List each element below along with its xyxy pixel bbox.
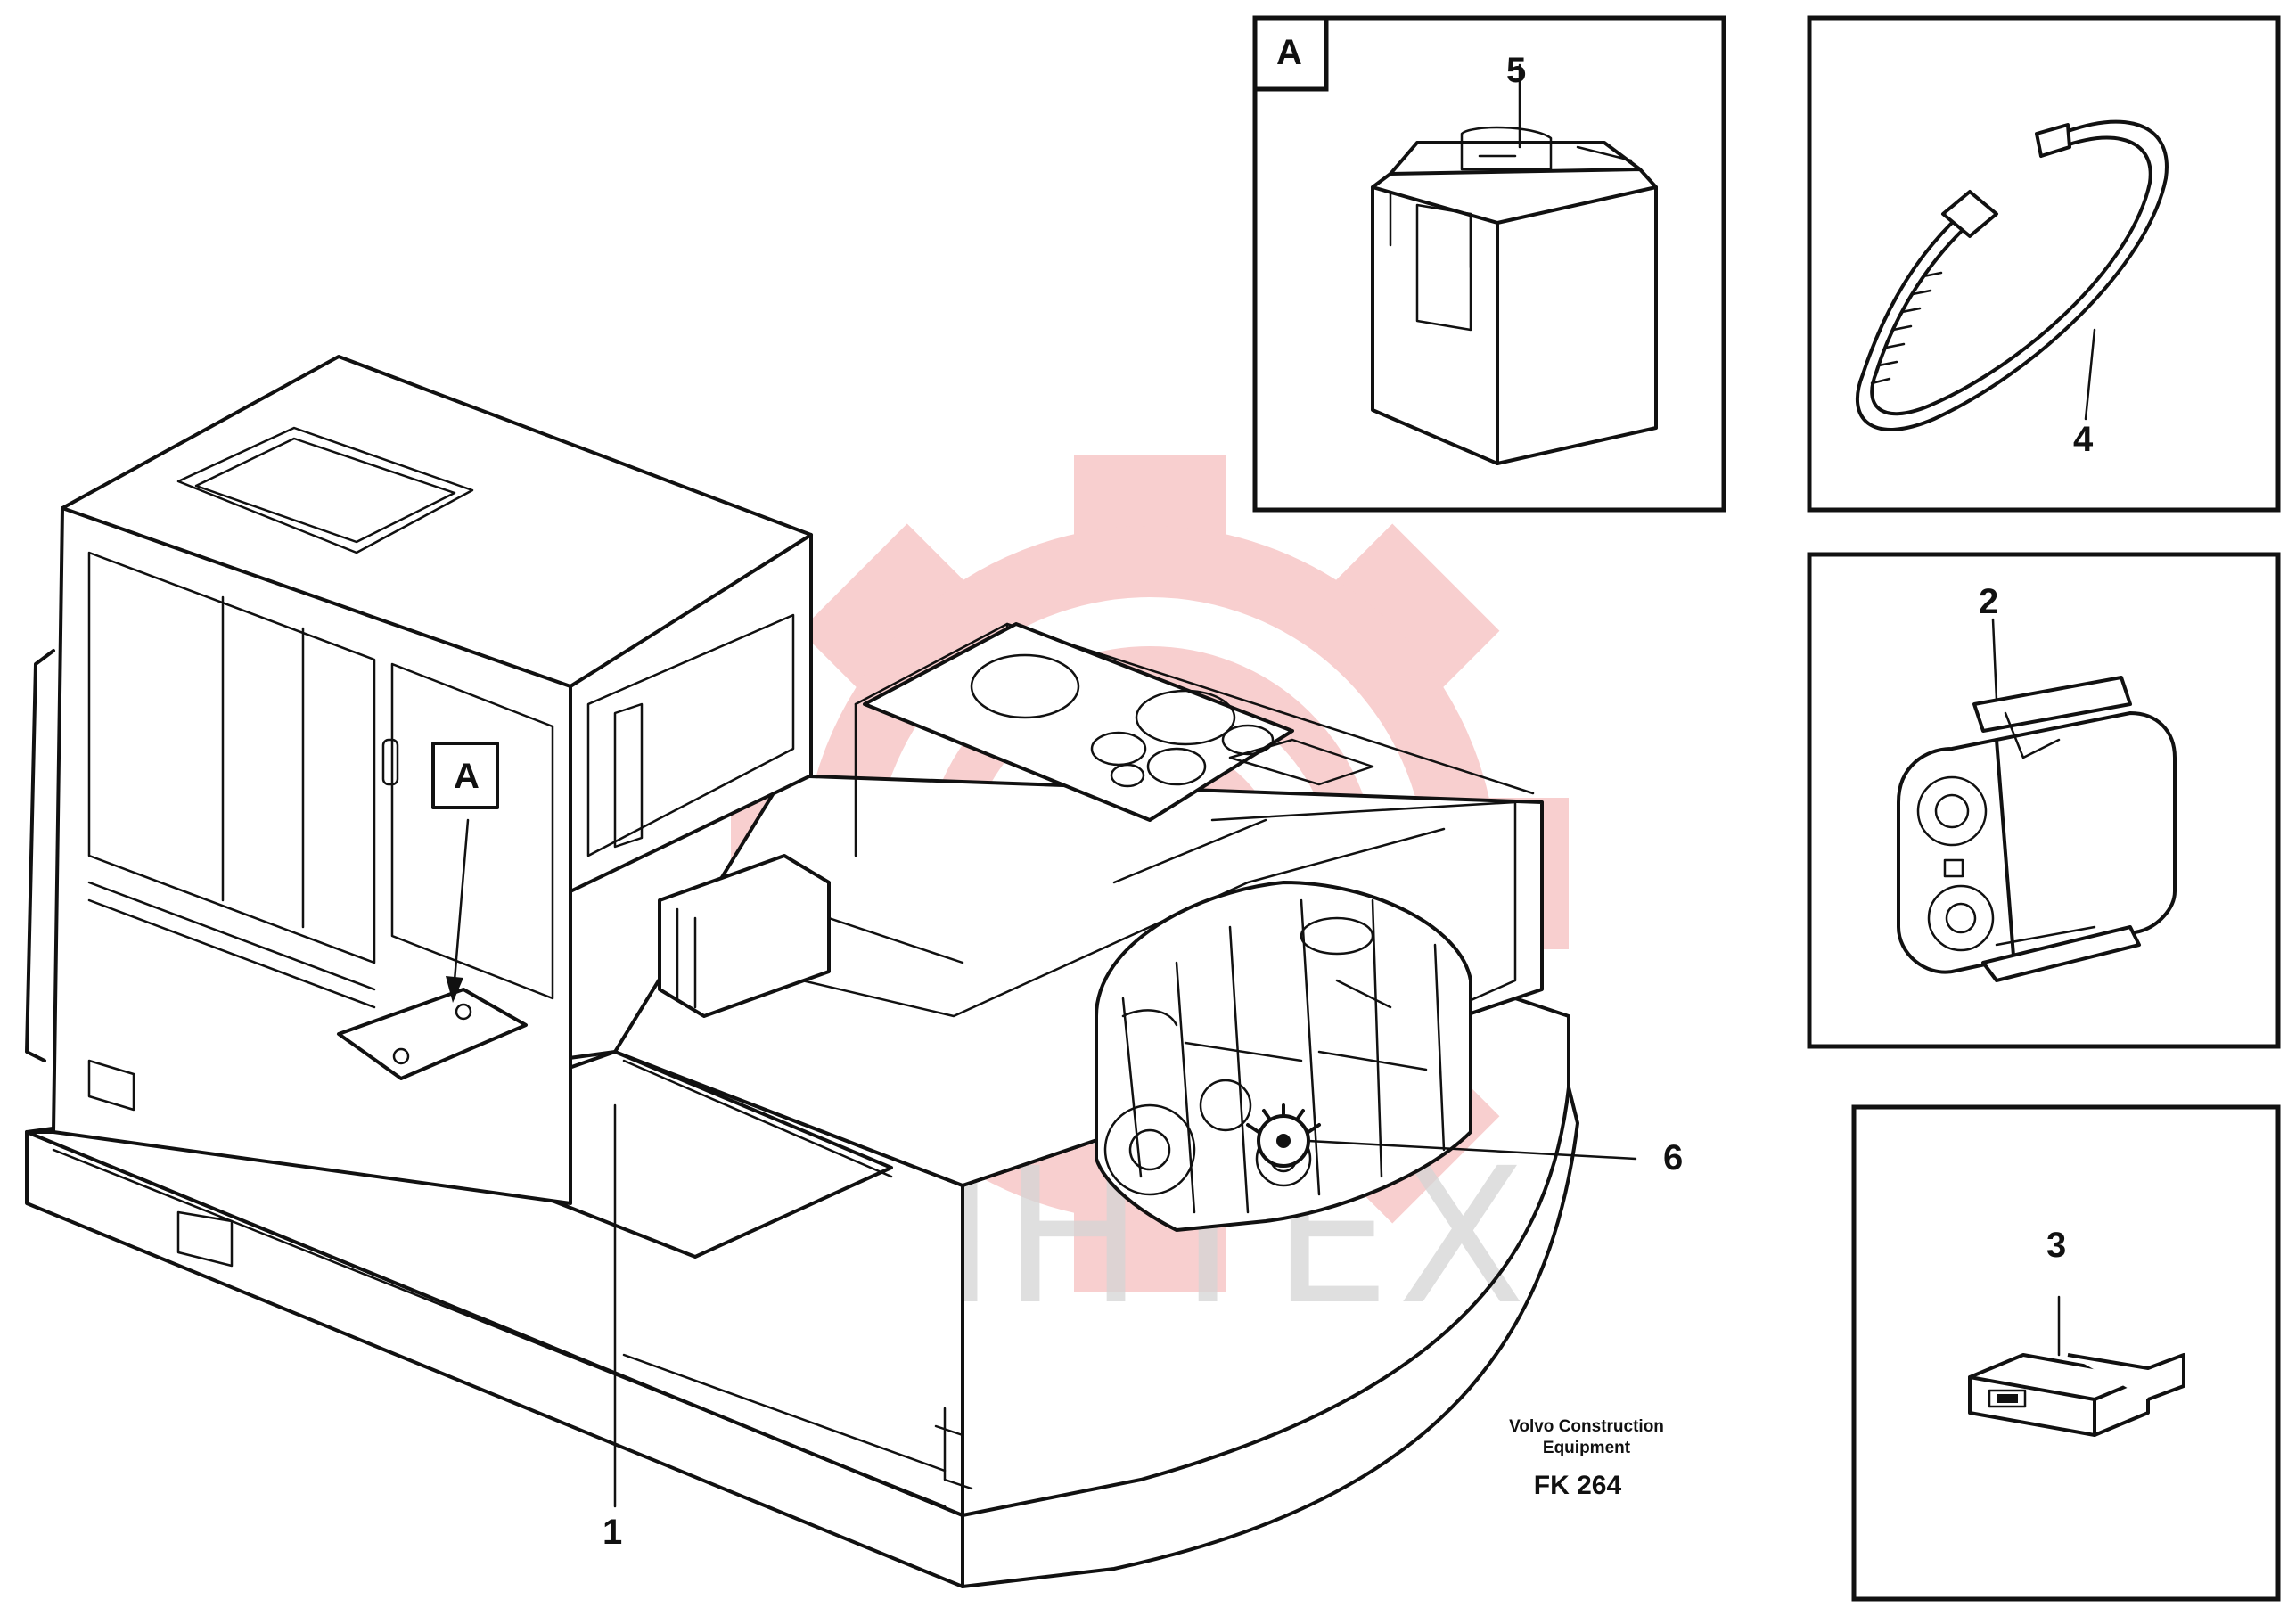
sensor-item-6	[1246, 1103, 1321, 1168]
inset-connector: 2	[1807, 552, 2281, 1049]
inset-terminal-housing: 3	[1851, 1104, 2281, 1602]
callout-label-2: 2	[1979, 582, 1998, 621]
callout-label-3: 3	[2046, 1226, 2066, 1265]
detail-ref-a-inset-label: A	[1276, 33, 1302, 72]
callout-label-4: 4	[2073, 420, 2094, 459]
hydraulic-pump-assembly	[1095, 881, 1472, 1232]
credit-line-1: Volvo Construction	[1509, 1417, 1664, 1436]
excavator-upper-structure	[25, 355, 1579, 1588]
callout-1: 1	[603, 1103, 622, 1552]
callout-6: 6	[1307, 1138, 1683, 1177]
credit-line-2: Equipment	[1543, 1439, 1631, 1457]
figure-credit: Volvo Construction Equipment FK 264	[1509, 1417, 1664, 1500]
callout-label-1: 1	[603, 1513, 622, 1552]
detail-ref-a-main-label: A	[454, 757, 480, 796]
detail-ref-a-main: A	[431, 742, 499, 1003]
callout-label-6: 6	[1663, 1138, 1683, 1177]
figure-code: FK 264	[1534, 1471, 1622, 1500]
inset-cable-tie: 4	[1807, 15, 2281, 513]
inset-a-relay-holder: A 5	[1252, 15, 1726, 513]
callout-label-5: 5	[1506, 51, 1526, 90]
